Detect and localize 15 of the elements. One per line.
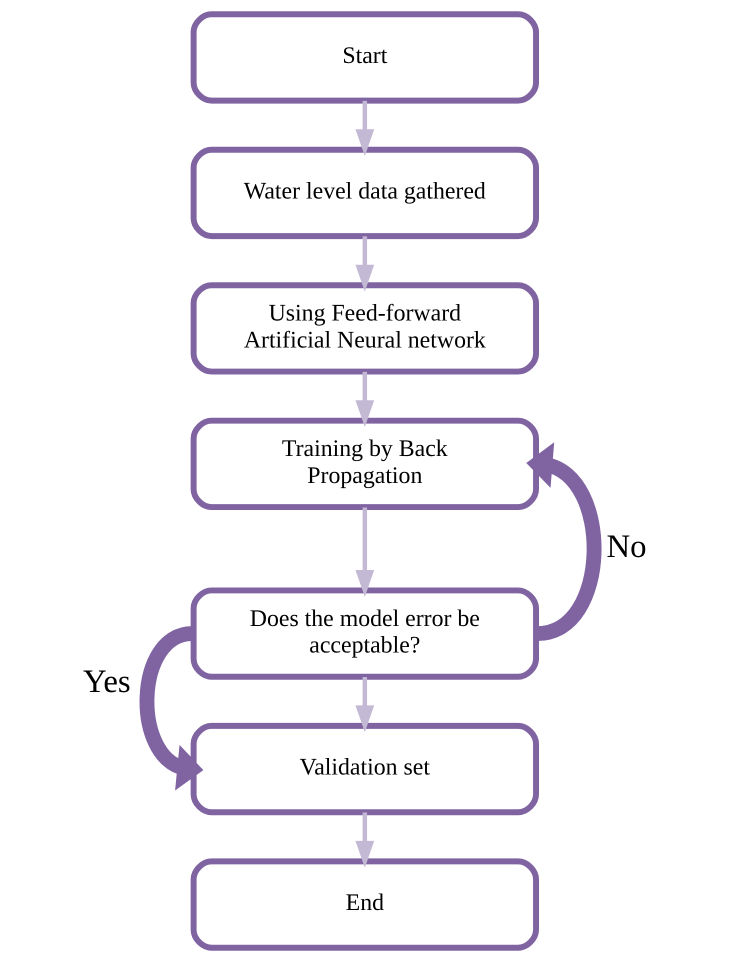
arrow [355, 812, 374, 868]
arrow [355, 507, 374, 597]
edge-label: No [606, 529, 646, 566]
arrow [355, 677, 374, 732]
node-box: End [190, 858, 540, 951]
arrow [355, 100, 374, 156]
arrow [355, 372, 374, 428]
node-box: Does the model error be acceptable? [190, 587, 540, 680]
node-box: Validation set [190, 722, 540, 816]
node-box: Using Feed-forward Artificial Neural network [190, 282, 540, 375]
node-box: Training by Back Propagation [190, 418, 540, 510]
edge-label: Yes [82, 664, 131, 700]
node-box: Water level data gathered [190, 146, 540, 240]
node-box: Start [190, 11, 540, 104]
arrow [355, 236, 374, 292]
